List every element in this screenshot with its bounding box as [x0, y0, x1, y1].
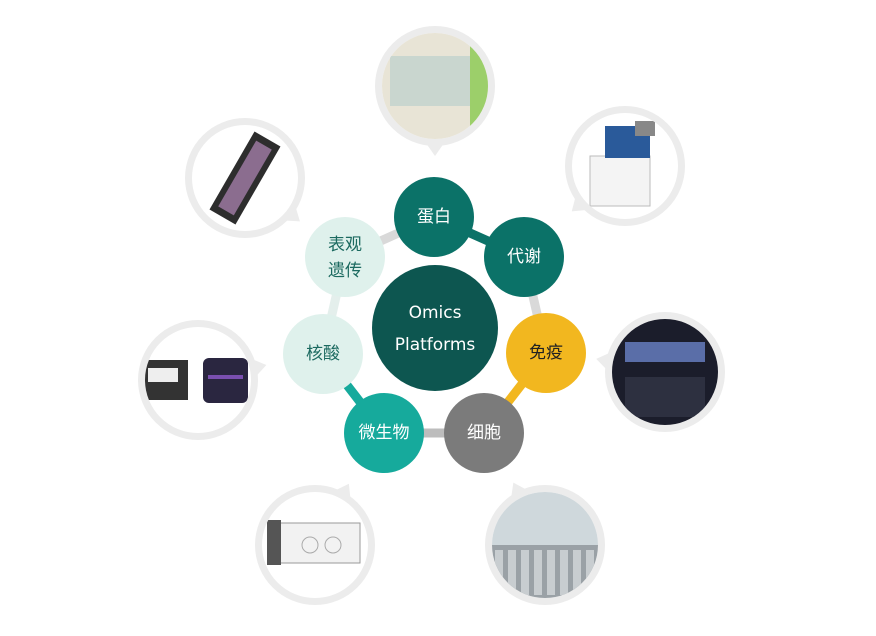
node-label: 微生物: [359, 423, 410, 443]
node-circle: [394, 177, 474, 257]
node-label: 表观: [328, 235, 362, 255]
node-immune: 免疫: [506, 313, 586, 393]
photo-flow-cell-chip: [185, 118, 305, 238]
node-circle: [444, 393, 524, 473]
node-metabolism: 代谢: [484, 217, 564, 297]
node-circle: [484, 217, 564, 297]
center-node: Omics Platforms: [372, 265, 498, 391]
node-microbe: 微生物: [344, 393, 424, 473]
node-circle: [305, 217, 385, 297]
center-circle: [372, 265, 498, 391]
equipment-photo: [612, 319, 718, 425]
photo-mass-spectrometer: [565, 106, 685, 226]
node-label: 细胞: [467, 423, 501, 443]
node-circle: [344, 393, 424, 473]
node-nucleic-acid: 核酸: [283, 314, 363, 394]
equipment-photo: [145, 358, 248, 403]
node-label: 核酸: [306, 344, 340, 364]
equipment-photo: [589, 121, 655, 207]
node-label: 免疫: [529, 343, 563, 363]
node-cell: 细胞: [444, 393, 524, 473]
node-label: 蛋白: [417, 207, 451, 227]
center-label-line1: Omics: [409, 303, 462, 323]
node-label: 代谢: [507, 247, 541, 267]
node-protein: 蛋白: [394, 177, 474, 257]
equipment-photo: [267, 520, 361, 565]
equipment-photo: [209, 131, 281, 225]
node-label: 遗传: [328, 261, 362, 281]
center-label-line2: Platforms: [395, 335, 476, 355]
photo-cleanroom-lab: [485, 482, 605, 605]
photo-lab-hood: [375, 26, 495, 156]
photo-immune-analyzer: [596, 312, 725, 432]
photo-anaerobic-chamber: [255, 483, 375, 605]
photo-sequencer: [138, 320, 267, 440]
node-circle: [283, 314, 363, 394]
node-circle: [506, 313, 586, 393]
